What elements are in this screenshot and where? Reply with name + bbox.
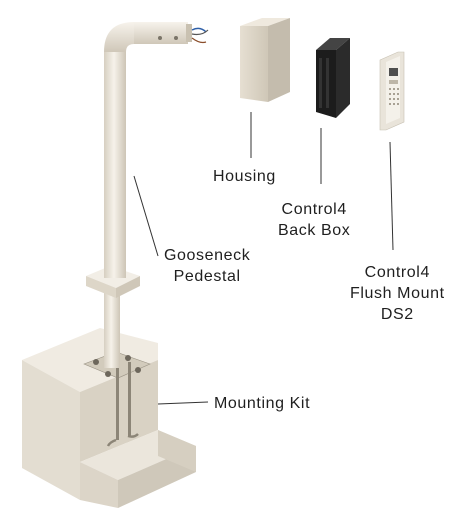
ds2-part <box>379 51 405 131</box>
flush-mount-label: Control4 Flush Mount DS2 <box>350 264 445 323</box>
flush-mount-leader <box>389 141 394 251</box>
mounting-kit-leader <box>157 401 209 405</box>
concrete-base <box>22 328 196 508</box>
back-box-label: Control4 Back Box <box>278 201 351 239</box>
mounting-kit-label: Mounting Kit <box>214 395 311 412</box>
gooseneck-pedestal-label: Gooseneck Pedestal <box>164 247 251 285</box>
back-box-part <box>316 38 350 118</box>
gooseneck-leader <box>133 175 159 257</box>
housing-label: Housing <box>213 168 276 185</box>
gooseneck-pedestal <box>86 22 209 368</box>
housing-part <box>240 18 290 102</box>
